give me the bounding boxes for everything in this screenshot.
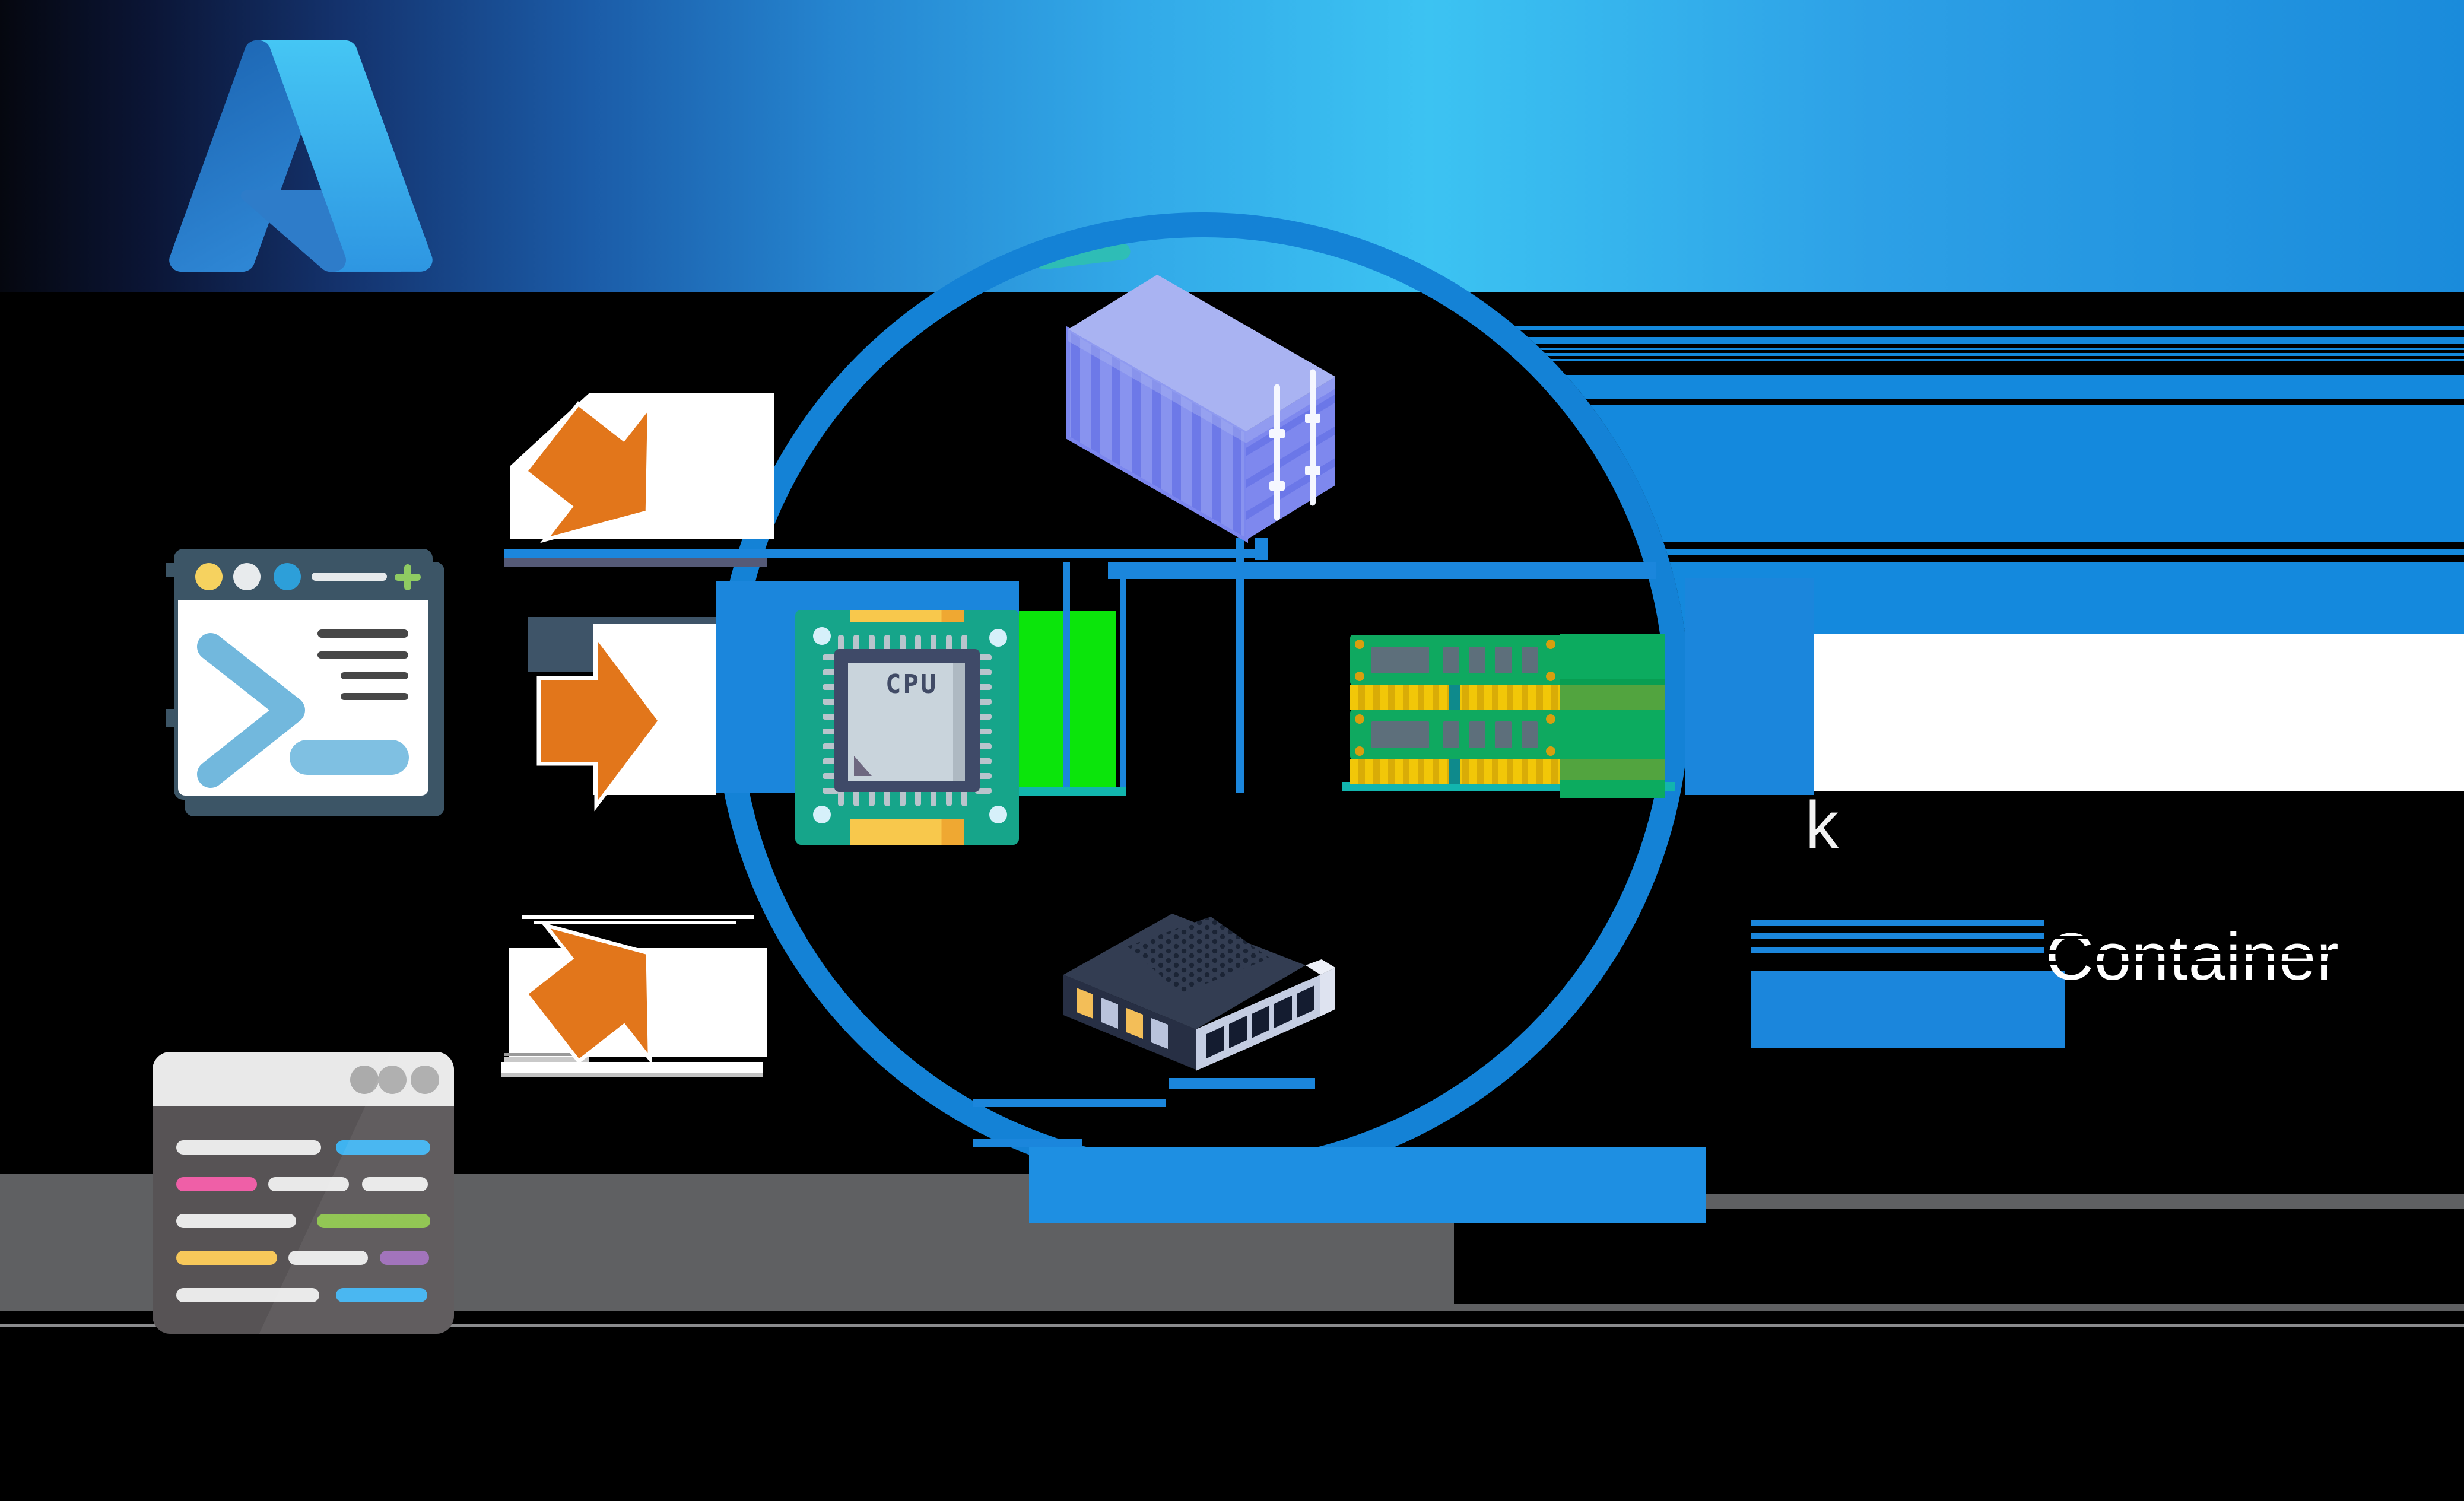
container-label: Container: [2046, 920, 2339, 994]
knockout-line-over-text: [2044, 950, 2377, 954]
white-panel-top-arrow: [510, 393, 774, 539]
orange-arrow-middle: [536, 630, 663, 812]
slate-line: [504, 558, 767, 567]
blue-remnant-line: [1751, 920, 2044, 926]
cpu-die-frame: [834, 649, 980, 792]
right-blue-field: [1424, 292, 2464, 634]
orange-arrow-top: [522, 400, 652, 543]
knockout-line: [1424, 330, 2464, 337]
bottom-blue-band: [1029, 1147, 1706, 1223]
ram-memory-icon: [1350, 635, 1561, 784]
knockout-line: [1424, 356, 2464, 359]
window-dot-yellow: [195, 563, 223, 590]
blue-sliver: [973, 1099, 1166, 1107]
cpu-chip-icon: CPU: [795, 610, 1019, 845]
blue-remnant-line: [1751, 933, 2044, 939]
instances-circle-ring: [715, 212, 1690, 1187]
shipping-container-icon: [1066, 275, 1335, 543]
banner-teal-streak: [1034, 242, 1132, 271]
white-sliver: [522, 915, 754, 919]
network-switch-icon: [1063, 914, 1335, 1071]
instances-circle-fill: [715, 292, 1690, 1187]
blue-column-right: [1685, 578, 1814, 795]
blue-sliver: [1255, 538, 1268, 560]
prompt-underscore-bar: [290, 740, 409, 775]
ram-green-overlay: [1560, 634, 1665, 798]
knockout-line: [1424, 399, 2464, 405]
knockout-line: [1644, 542, 2464, 549]
teal-line: [1342, 782, 1675, 791]
knockout-band: [1424, 292, 2464, 326]
slate-strip-middle: [593, 617, 716, 624]
blue-sliver: [504, 549, 1264, 558]
cpu-tab-top: [850, 610, 964, 622]
knockout-line: [1644, 555, 2464, 562]
white-sliver: [534, 921, 736, 924]
gray-band-right-bottom: [1454, 1304, 2464, 1311]
cpu-die-notch: [854, 756, 872, 776]
knockout-line-over-text: [2044, 961, 2377, 965]
gray-thin-line: [0, 1324, 2464, 1327]
white-panel-bottom-arrow: [509, 948, 767, 1057]
knockout-line: [1424, 350, 2464, 353]
white-panel-middle: [593, 622, 716, 795]
cpu-die-panel: [848, 663, 965, 781]
green-strip-center: [1019, 611, 1116, 791]
blue-remnant-line: [1751, 947, 2044, 953]
window-dot-gray: [233, 563, 261, 590]
gray-band-right-top: [1454, 1194, 2464, 1209]
prompt-chevron-icon: [197, 633, 305, 788]
knockout-line: [1424, 361, 2464, 375]
lightgray-line: [501, 1073, 763, 1077]
top-banner: [0, 0, 2464, 292]
blue-sliver: [1108, 562, 1656, 579]
slate-patch-middle: [528, 617, 593, 672]
knockout-line: [1424, 344, 2464, 348]
cpu-label: CPU: [885, 669, 938, 699]
white-panel-right: [1814, 634, 2464, 791]
gray-band-left: [0, 1174, 1454, 1311]
orange-arrow-bottom: [523, 921, 652, 1065]
blue-strip-center: [716, 581, 1019, 793]
blue-sliver: [973, 1139, 1082, 1147]
blue-sliver: [1063, 562, 1070, 793]
teal-line: [1019, 787, 1126, 796]
blue-sliver: [1236, 538, 1244, 793]
window-menu-line: [312, 573, 387, 581]
stray-letter-k: k: [1805, 788, 1839, 862]
white-band-bottom: [501, 1062, 763, 1073]
cpu-tab-bottom: [850, 819, 964, 845]
code-editor-icon: [153, 1052, 454, 1334]
blue-sliver: [1120, 570, 1126, 793]
powershell-window-icon: [166, 549, 449, 829]
azure-logo: [169, 40, 433, 272]
gray-line-small: [504, 1053, 589, 1056]
knockout-line-over-text: [2044, 936, 2377, 939]
plus-icon: [395, 564, 421, 590]
knockout-line-over-text: [2044, 921, 2377, 925]
cpu-board: [795, 610, 1019, 845]
blue-sliver: [1169, 1078, 1315, 1089]
window-dot-blue: [274, 563, 301, 590]
lightgray-bar: [504, 1057, 589, 1063]
blue-square-bottom-right: [1751, 971, 2065, 1048]
